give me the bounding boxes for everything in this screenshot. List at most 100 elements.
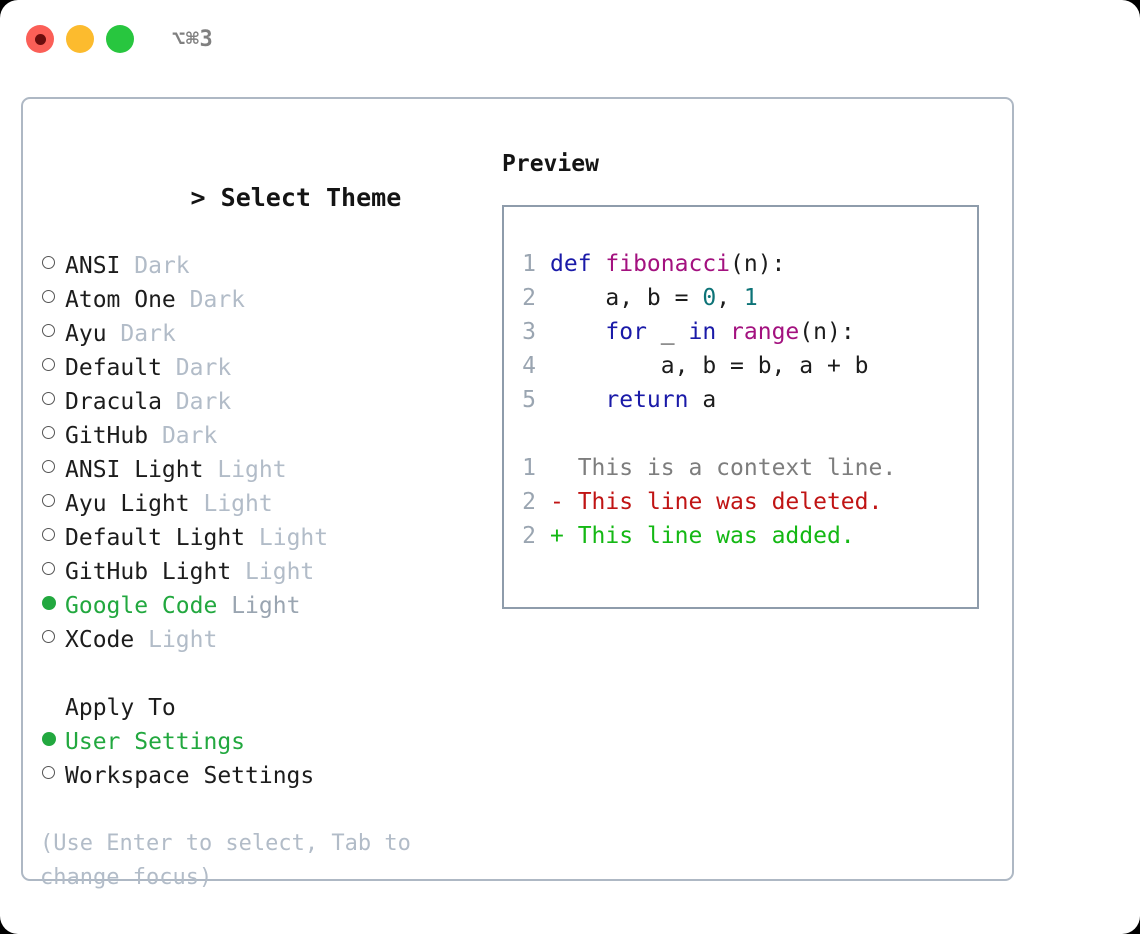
code-line-text: return a [550,383,716,417]
diff-marker-add: + [550,523,578,549]
apply-to-heading: Apply To [65,695,176,721]
theme-option-atom-one[interactable]: Atom One Dark [40,283,495,317]
code-token-kw: def [550,251,606,277]
code-token-fn: fibonacci [605,251,731,277]
keyboard-shortcut-label: ⌥⌘3 [172,26,214,52]
code-line: 2 a, b = 0, 1 [504,281,977,315]
code-line: 4 a, b = b, a + b [504,349,977,383]
maximize-button[interactable] [106,25,134,53]
label-tag-spacer [190,487,204,521]
code-token-fn: range [730,319,800,345]
theme-option-ayu[interactable]: Ayu Dark [40,317,495,351]
diff-sample: 1 This is a context line. 2 - This line wa… [504,451,977,553]
theme-option-label: GitHub Light [65,559,232,585]
preview-heading: Preview [502,151,599,177]
theme-option-label: Google Code [65,593,218,619]
theme-option-label: Ayu [65,321,107,347]
theme-option-default-light[interactable]: Default Light Light [40,521,495,555]
radio-bullet [42,256,55,269]
theme-option-github[interactable]: GitHub Dark [40,419,495,453]
theme-option-ansi[interactable]: ANSI Dark [40,249,495,283]
theme-option-dracula[interactable]: Dracula Dark [40,385,495,419]
theme-option-label: GitHub [65,423,149,449]
diff-line-add: 2 + This line was added. [504,519,977,553]
label-tag-spacer [231,555,245,589]
code-token-kw: for [605,319,647,345]
theme-option-variant-tag: Dark [189,287,246,313]
theme-option-variant-tag: Light [148,627,218,653]
code-line: 3 for _ in range(n): [504,315,977,349]
apply-to-option-user-settings[interactable]: User Settings [40,725,495,759]
radio-bullet [42,528,55,541]
label-tag-spacer [245,521,259,555]
diff-line-number: 2 [522,489,536,515]
diff-line-body: This line was deleted. [577,489,883,515]
theme-option-variant-tag: Light [217,457,287,483]
theme-option-xcode[interactable]: XCode Light [40,623,495,657]
theme-option-ayu-light[interactable]: Ayu Light Light [40,487,495,521]
code-line-text: a, b = b, a + b [550,349,869,383]
code-line-text: for _ in range(n): [550,315,855,349]
traffic-light-buttons [26,25,134,53]
code-token-num: 1 [743,285,758,311]
code-token-kw: in [688,319,717,345]
diff-line-context: 1 This is a context line. [504,451,977,485]
code-token-plain: (n): [730,251,786,277]
code-token-plain: _ [646,319,689,345]
radio-bullet [42,562,55,575]
label-tag-spacer [120,249,134,283]
radio-bullet [42,494,55,507]
code-token-plain: (n): [799,319,855,345]
theme-option-variant-tag: Dark [175,355,232,381]
label-tag-spacer [162,351,176,385]
code-line-number: 3 [522,319,536,345]
theme-option-label: Dracula [65,389,162,415]
code-line-text: def fibonacci(n): [550,247,785,281]
theme-option-label: ANSI [65,253,121,279]
code-token-plain [550,319,605,345]
theme-option-label: Default [65,355,162,381]
radio-bullet [42,596,56,610]
theme-option-variant-tag: Dark [134,253,190,279]
code-diff-spacer [504,417,977,451]
label-tag-spacer [203,453,217,487]
theme-option-variant-tag: Dark [161,423,218,449]
theme-option-default[interactable]: Default Dark [40,351,495,385]
theme-option-github-light[interactable]: GitHub Light Light [40,555,495,589]
code-token-plain [716,319,730,345]
diff-line-text: - This line was deleted. [550,485,882,519]
label-tag-spacer [176,283,190,317]
code-line-number: 2 [522,285,536,311]
theme-option-label: Default Light [65,525,246,551]
diff-line-number: 2 [522,523,536,549]
diff-line-text: + This line was added. [550,519,855,553]
theme-option-ansi-light[interactable]: ANSI Light Light [40,453,495,487]
code-token-plain: , [716,285,744,311]
diff-line-body: This line was added. [577,523,855,549]
label-tag-spacer [134,623,148,657]
theme-option-variant-tag: Light [245,559,315,585]
theme-option-label: ANSI Light [65,457,204,483]
apply-to-option-label: Workspace Settings [65,763,315,789]
theme-option-variant-tag: Light [258,525,329,551]
label-tag-spacer [217,589,231,623]
label-tag-spacer [107,317,121,351]
close-button[interactable] [26,25,54,53]
code-token-num: 0 [702,285,717,311]
code-line-number: 4 [522,353,536,379]
code-line: 5 return a [504,383,977,417]
radio-bullet [42,324,55,337]
theme-option-label: XCode [65,627,135,653]
code-token-kw: return [605,387,689,413]
diff-marker-context [550,455,578,481]
theme-option-google-code[interactable]: Google Code Light [40,589,495,623]
apply-to-option-workspace-settings[interactable]: Workspace Settings [40,759,495,793]
diff-line-text: This is a context line. [550,451,897,485]
code-token-plain: a [688,387,717,413]
minimize-button[interactable] [66,25,94,53]
